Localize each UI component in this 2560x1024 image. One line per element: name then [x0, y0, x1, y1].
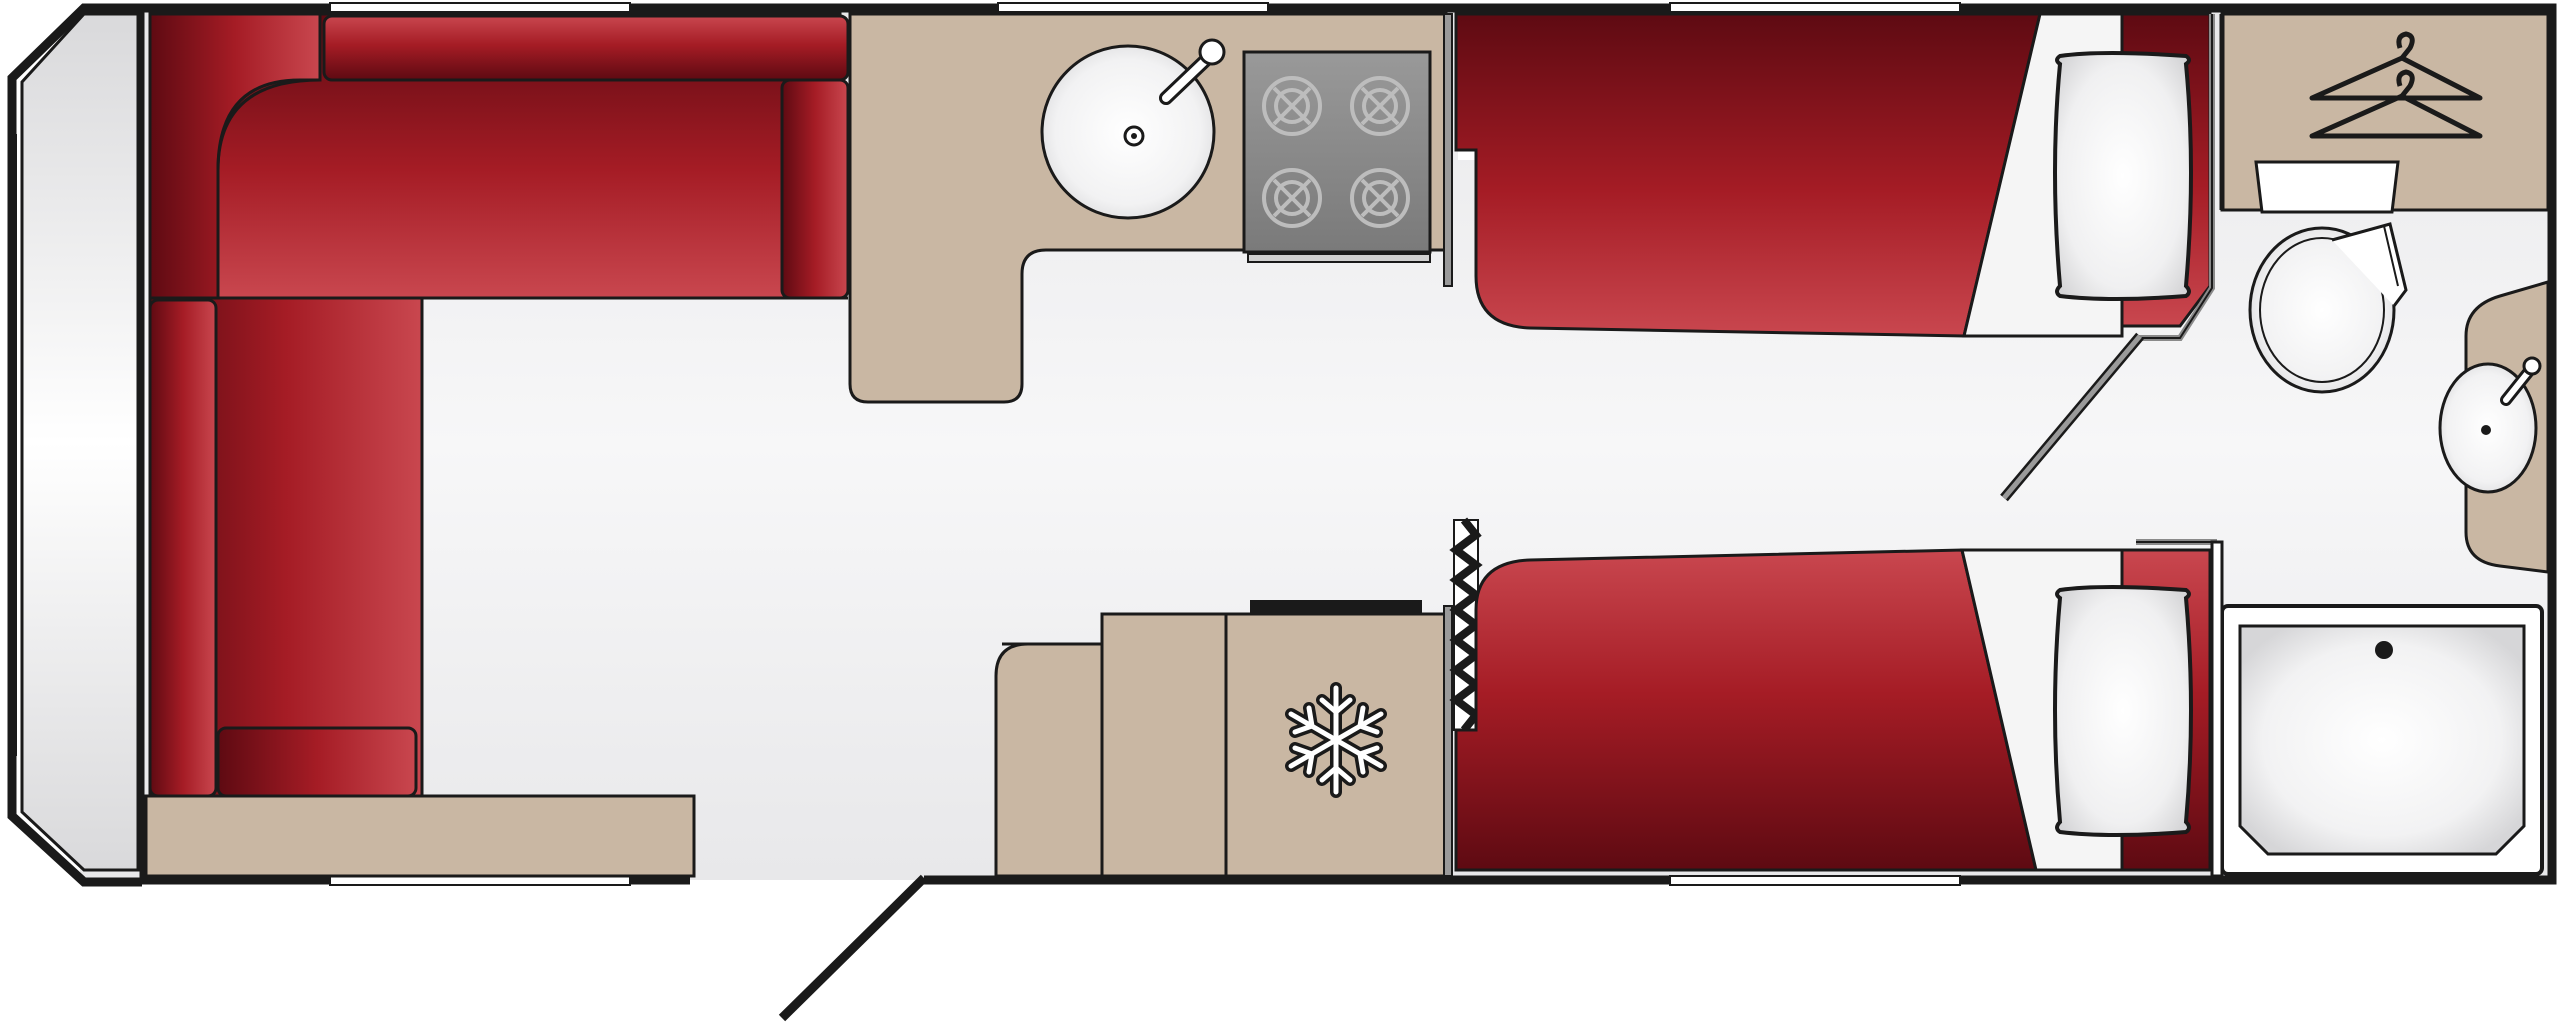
- washroom-basin[interactable]: [2438, 356, 2542, 494]
- lounge-cabinet[interactable]: [144, 794, 696, 878]
- storage-cabinet-lower[interactable]: [1100, 612, 1228, 878]
- lounge-cushion-bottom[interactable]: [216, 726, 418, 798]
- snowflake-icon: [1285, 682, 1387, 798]
- front-nose-panel: [20, 12, 140, 872]
- single-bed-top-mattress[interactable]: [1454, 12, 2042, 338]
- side-cabinet-lower[interactable]: [994, 642, 1104, 878]
- lounge-armrest-top[interactable]: [780, 78, 850, 300]
- lounge-backrest-side[interactable]: [148, 298, 218, 798]
- window-top-bedroom: [1669, 2, 1961, 13]
- radiator-zigzag-icon: [1449, 517, 1483, 733]
- window-top-lounge: [329, 2, 631, 13]
- clothes-hanger-icon: [2309, 31, 2483, 139]
- bed-headboard-post-top: [1458, 150, 1478, 160]
- bedroom-partition-lower: [1443, 605, 1453, 877]
- shower-partition: [2210, 540, 2224, 878]
- shower-drain-icon: [2375, 641, 2393, 659]
- pillow-bottom-icon[interactable]: [2053, 585, 2193, 837]
- fridge-vent: [1250, 600, 1422, 614]
- kitchen-partition: [1443, 13, 1453, 287]
- window-bottom-bedroom: [1669, 875, 1961, 886]
- gas-burner-icon: [1262, 76, 1410, 228]
- kitchen-sink[interactable]: [1040, 38, 1226, 220]
- kitchen-hob[interactable]: [1242, 50, 1432, 263]
- window-top-kitchen: [997, 2, 1269, 13]
- hob-lid: [1247, 253, 1431, 263]
- shower-tray-icon[interactable]: [2220, 604, 2544, 876]
- toilet-icon[interactable]: [2248, 160, 2408, 394]
- entrance-door[interactable]: [778, 874, 928, 1022]
- lounge-backrest-top[interactable]: [322, 14, 850, 82]
- pillow-top-icon[interactable]: [2053, 51, 2193, 301]
- single-bed-bottom-mattress[interactable]: [1454, 548, 2038, 872]
